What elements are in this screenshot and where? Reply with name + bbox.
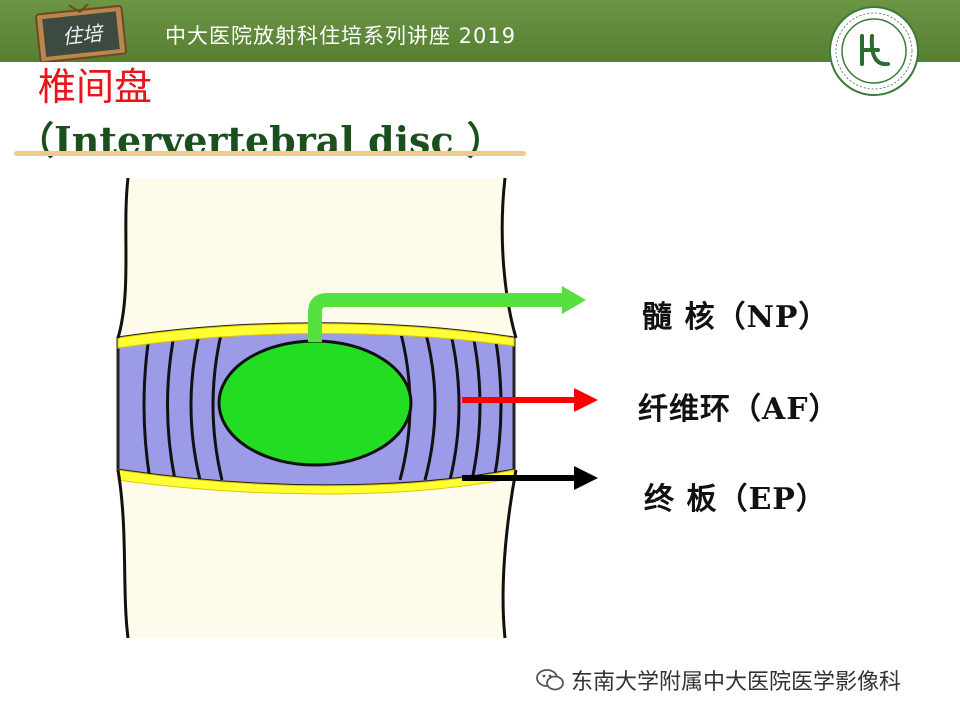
lower-vertebra [118,470,514,638]
hospital-logo-icon [829,6,919,96]
header-title: 中大医院放射科住培系列讲座 2019 [165,24,517,48]
ep-arrow [462,466,598,490]
af-arrow [462,388,598,412]
wechat-icon [536,669,564,691]
vertebra-outline [116,177,518,639]
label-annulus-fibrosus: 纤维环（AF） [638,392,840,427]
badge-text: 住培 [61,21,106,49]
footer-source: 东南大学附属中大医院医学影像科 [535,664,901,696]
footer-source-text: 东南大学附属中大医院医学影像科 [571,670,902,695]
header-bar: 住培 中大医院放射科住培系列讲座 2019 [0,0,960,96]
nucleus-pulposus [217,339,413,467]
chalkboard-badge-icon: 住培 [35,4,127,62]
upper-endplate [117,323,515,349]
annulus-lamellae [142,329,503,481]
slide-title-cn: 椎间盘 [38,65,153,109]
label-nucleus-pulposus: 髓 核（NP） [642,300,830,335]
title-underline [14,151,526,156]
np-arrow [308,286,586,342]
label-endplate: 终 板（EP） [644,482,827,517]
